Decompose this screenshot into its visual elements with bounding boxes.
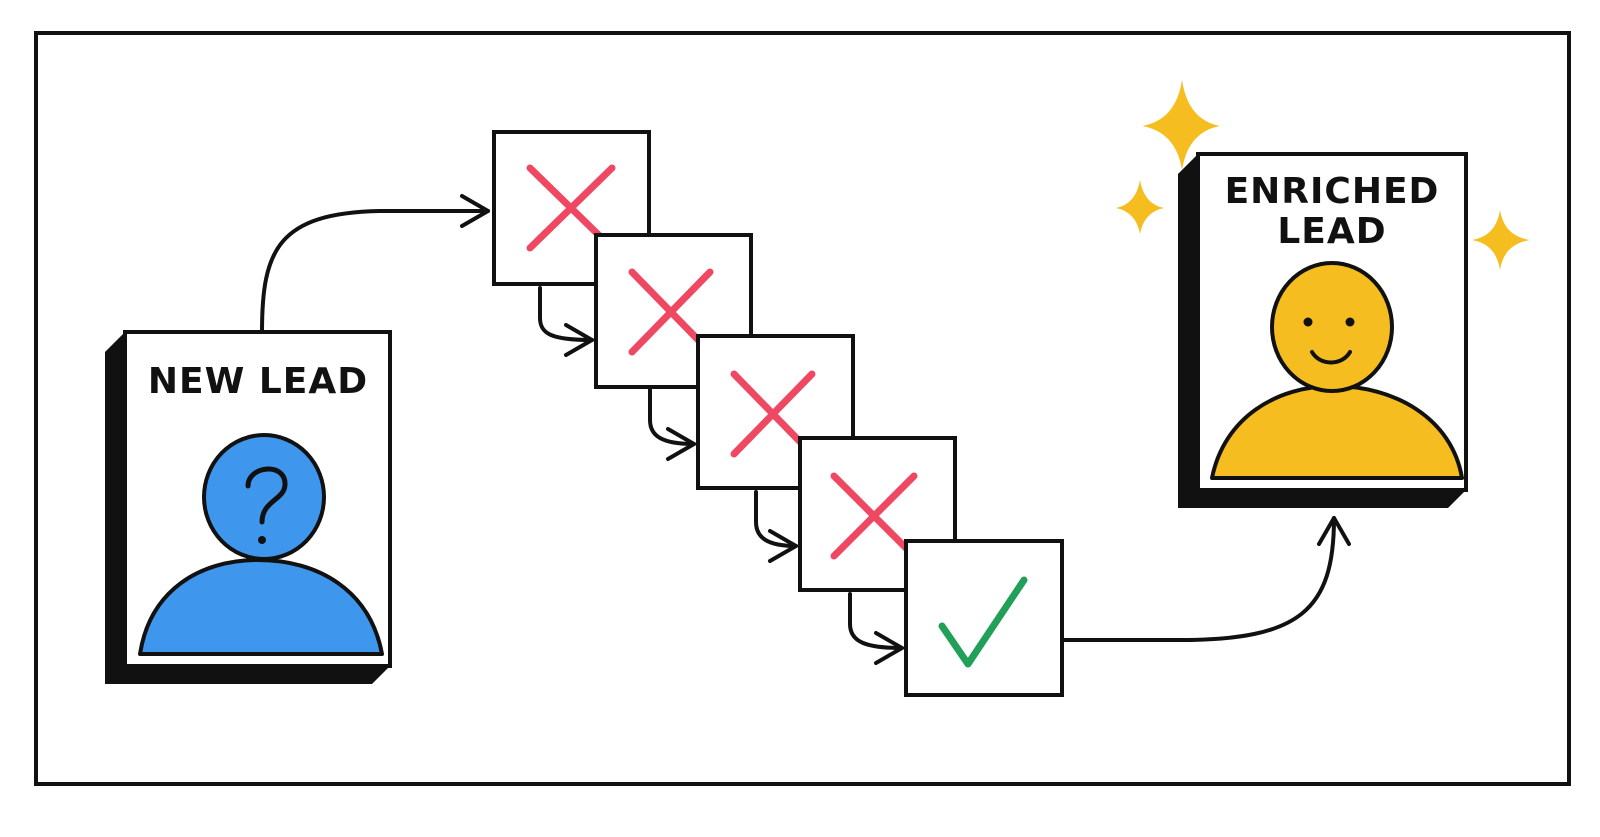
- new-lead-label: NEW LEAD: [148, 361, 368, 402]
- enriched-lead-label-line2: LEAD: [1277, 211, 1386, 252]
- arrow-success-to-enriched: [1060, 516, 1351, 642]
- question-mark-icon: [245, 466, 288, 544]
- step-arrow-4: [848, 592, 904, 665]
- outer-frame: [34, 31, 1571, 786]
- attempt-boxes: [492, 130, 1064, 697]
- happy-person-icon: [1210, 261, 1464, 480]
- smiley-face-icon: [1303, 317, 1355, 365]
- enriched-lead-card: ENRICHED LEAD: [1178, 152, 1468, 508]
- new-lead-card: NEW LEAD: [105, 330, 392, 684]
- step-arrow-3: [754, 490, 798, 563]
- step-arrow-1: [538, 286, 594, 357]
- enriched-lead-label-line1: ENRICHED: [1225, 171, 1440, 212]
- sparkle-icon: [1142, 80, 1220, 170]
- sparkle-icon: [1472, 210, 1530, 270]
- arrow-new-to-attempt-1: [260, 194, 490, 334]
- check-mark-icon: [938, 576, 1028, 668]
- x-mark-icon: [830, 472, 918, 560]
- sparkle-icon: [1116, 180, 1164, 234]
- unknown-person-icon: [138, 433, 384, 656]
- step-arrow-2: [648, 388, 696, 461]
- attempt-box-5: [904, 539, 1064, 697]
